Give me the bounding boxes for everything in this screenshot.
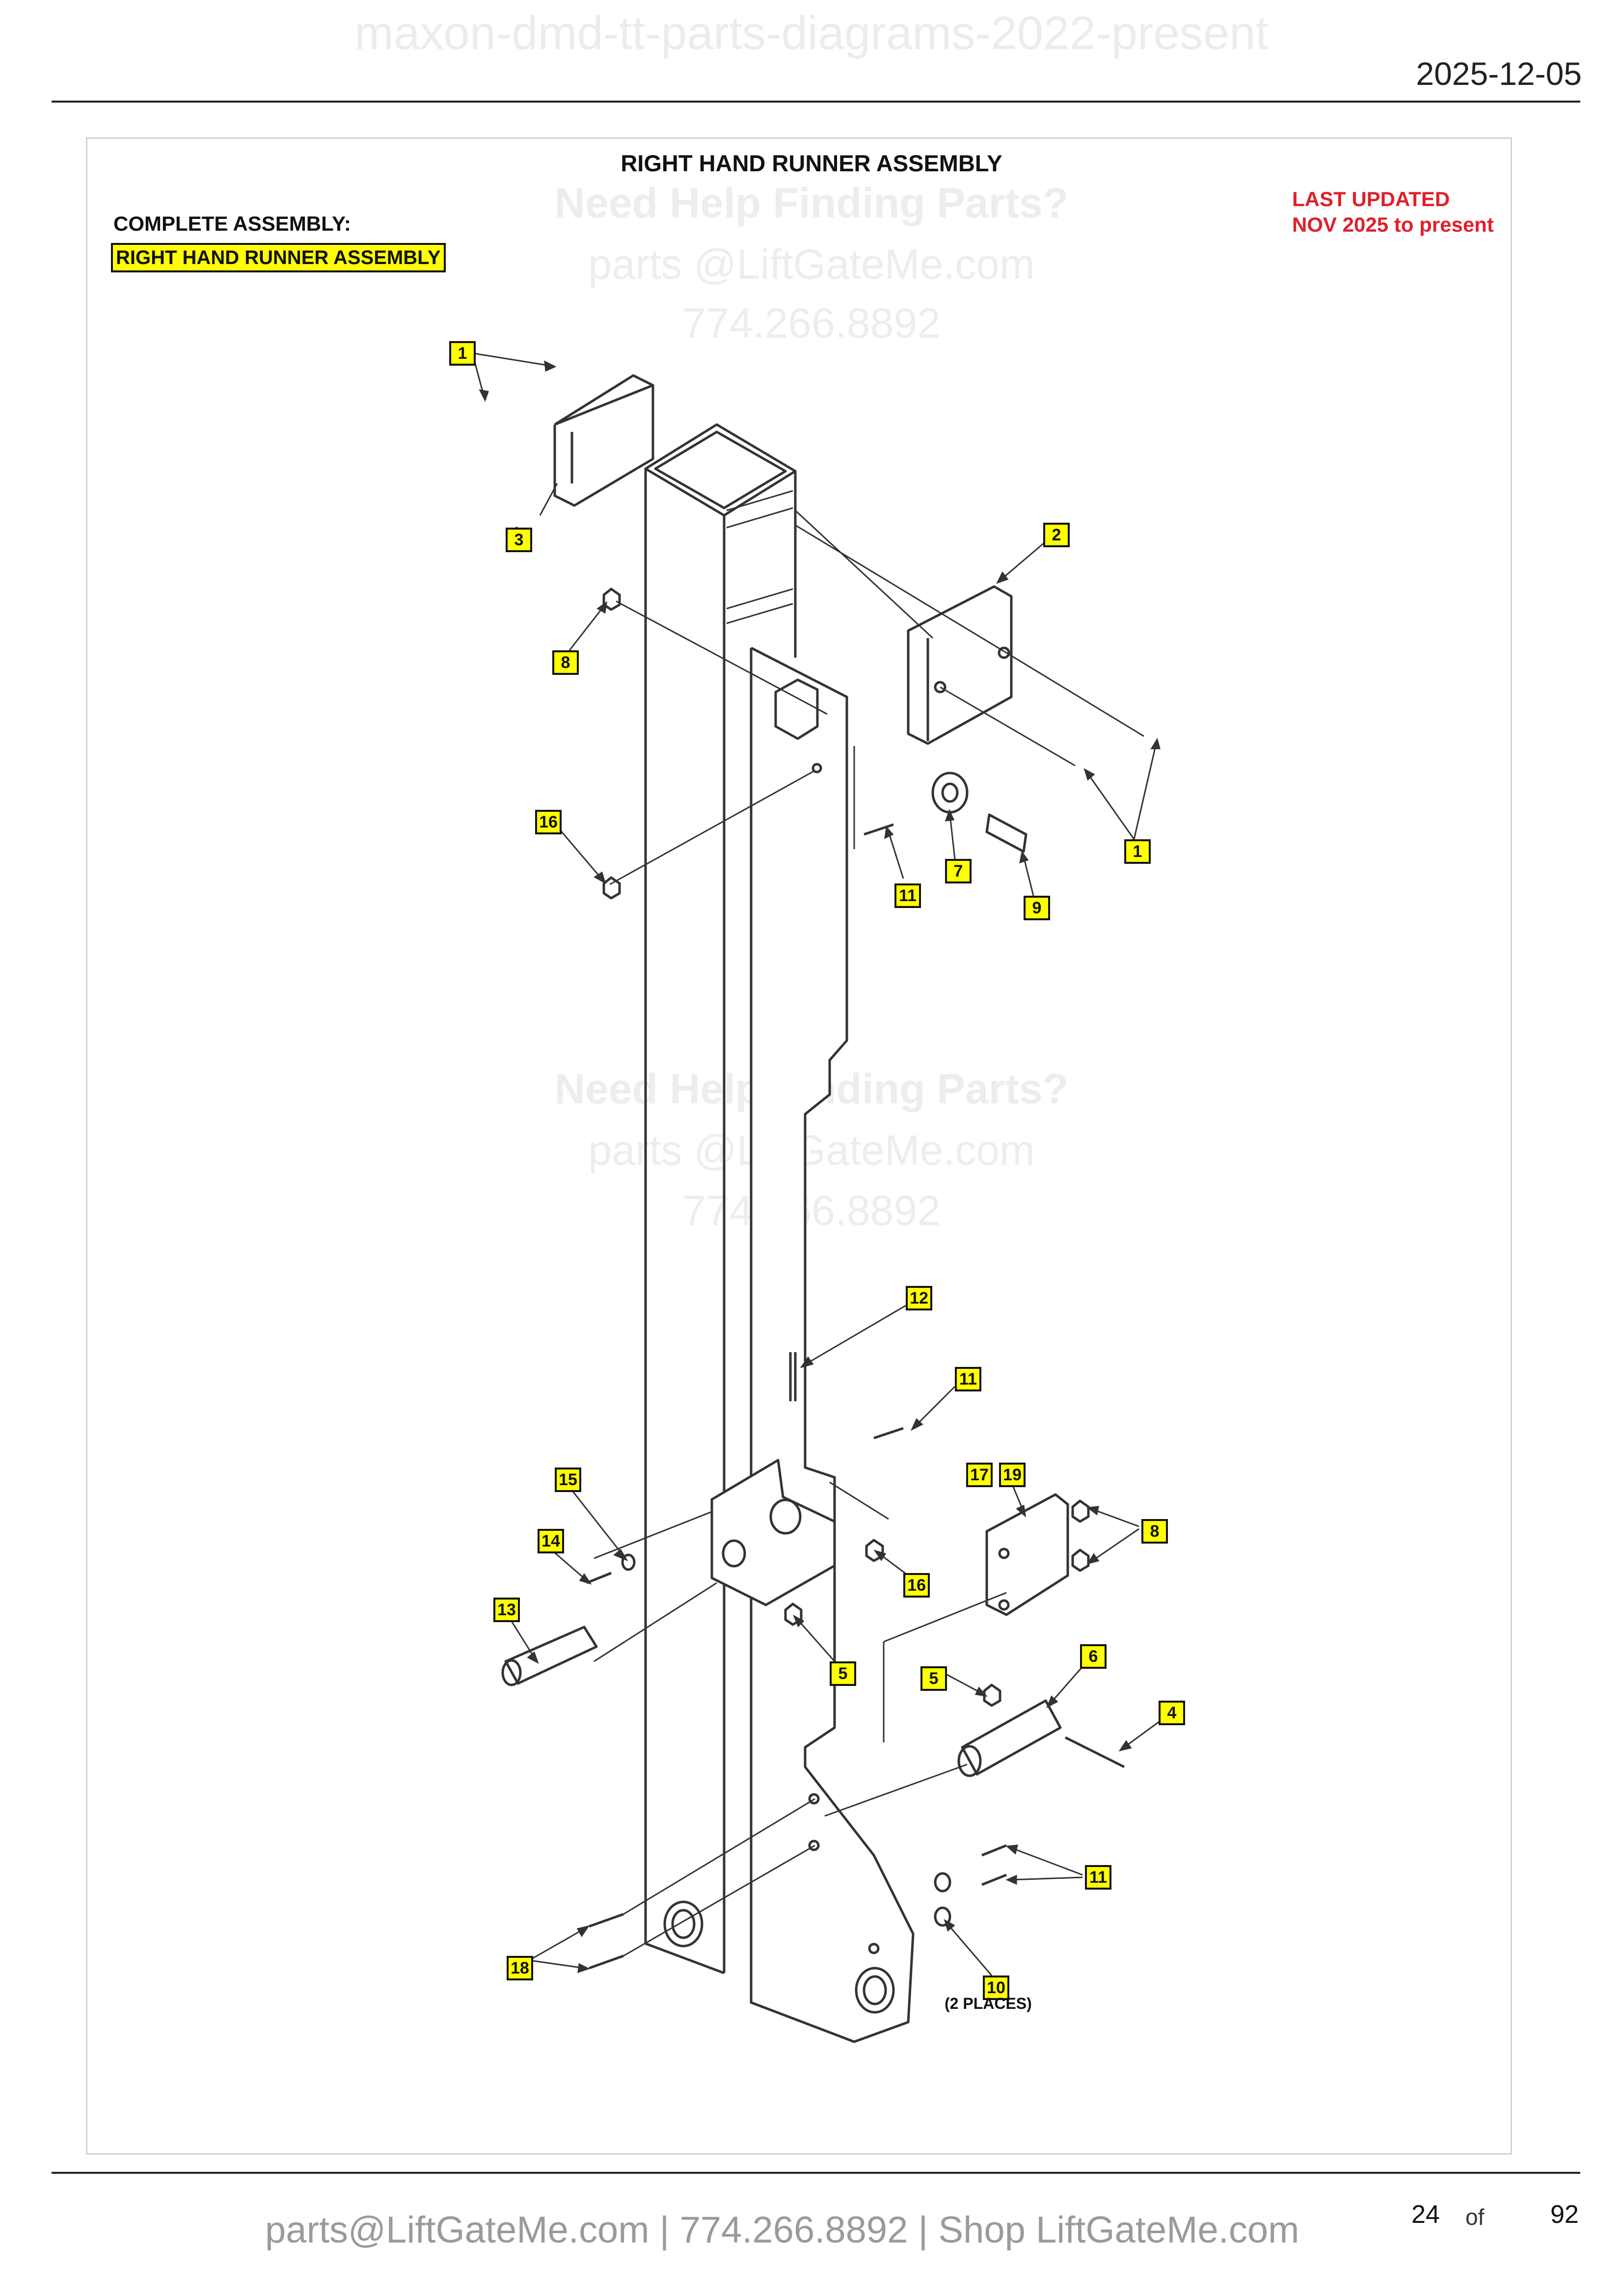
callout-15: 15 (555, 1468, 581, 1492)
document-title-watermark: maxon-dmd-tt-parts-diagrams-2022-present (354, 7, 1269, 59)
callout-14: 14 (538, 1529, 564, 1553)
diagram-frame (86, 137, 1512, 2155)
callout-5: 5 (830, 1661, 856, 1686)
watermark-phone-2: 774.266.8892 (682, 1187, 941, 1234)
page-number-of: of (1465, 2204, 1485, 2230)
callout-19: 19 (999, 1463, 1026, 1487)
callout-8: 8 (552, 650, 579, 675)
footer-contact: parts@LiftGateMe.com | 774.266.8892 | Sh… (265, 2209, 1299, 2251)
callout-13: 13 (493, 1598, 520, 1622)
callout-3: 3 (506, 528, 532, 552)
callout-1-lower: 1 (1124, 839, 1151, 864)
page-number-total: 92 (1550, 2200, 1579, 2229)
watermark-email-2: parts @LiftGateMe.com (588, 1127, 1035, 1174)
callout-9: 9 (1024, 896, 1050, 920)
header-rule (52, 101, 1580, 103)
last-updated-line2: NOV 2025 to present (1292, 213, 1494, 236)
callout-5-right: 5 (920, 1666, 947, 1691)
bracket-3 (553, 374, 654, 507)
note-2-places: (2 PLACES) (945, 1995, 1032, 2012)
callout-16-lower: 16 (903, 1573, 930, 1598)
main-tube (644, 423, 797, 1975)
callout-11-mid: 11 (955, 1367, 981, 1391)
callout-17: 17 (966, 1463, 993, 1487)
roller-6 (961, 1699, 1062, 1776)
callout-12: 12 (906, 1286, 932, 1310)
callout-7: 7 (945, 859, 972, 883)
callout-18: 18 (507, 1956, 533, 1980)
callout-1: 1 (449, 341, 476, 366)
diagram-title: RIGHT HAND RUNNER ASSEMBLY (621, 150, 1002, 176)
bracket-17 (985, 1493, 1069, 1616)
watermark-phone: 774.266.8892 (682, 300, 941, 347)
last-updated-notice: LAST UPDATED NOV 2025 to present (1292, 187, 1494, 238)
callout-2: 2 (1043, 523, 1070, 547)
callout-6: 6 (1080, 1644, 1107, 1669)
page-number-current: 24 (1411, 2200, 1440, 2229)
callout-16: 16 (535, 810, 562, 834)
callout-11: 11 (894, 883, 921, 908)
spacer-7 (931, 772, 969, 814)
footer-rule (52, 2172, 1580, 2174)
side-plate (663, 646, 915, 2043)
callout-10: 10 (983, 1976, 1009, 2000)
callout-11-lower: 11 (1085, 1865, 1111, 1890)
complete-assembly-value: RIGHT HAND RUNNER ASSEMBLY (111, 243, 446, 272)
watermark-email: parts @LiftGateMe.com (588, 241, 1035, 288)
pin-13 (504, 1626, 598, 1685)
pivot-block (710, 1459, 836, 1606)
callout-8-right: 8 (1141, 1519, 1168, 1544)
last-updated-line1: LAST UPDATED (1292, 187, 1450, 211)
callout-4: 4 (1159, 1701, 1185, 1725)
bracket-2 (907, 585, 1013, 745)
complete-assembly-label: COMPLETE ASSEMBLY: (113, 212, 351, 235)
pin-9 (985, 813, 1028, 853)
watermark-help: Need Help Finding Parts? (554, 180, 1069, 227)
document-date: 2025-12-05 (1416, 55, 1582, 92)
